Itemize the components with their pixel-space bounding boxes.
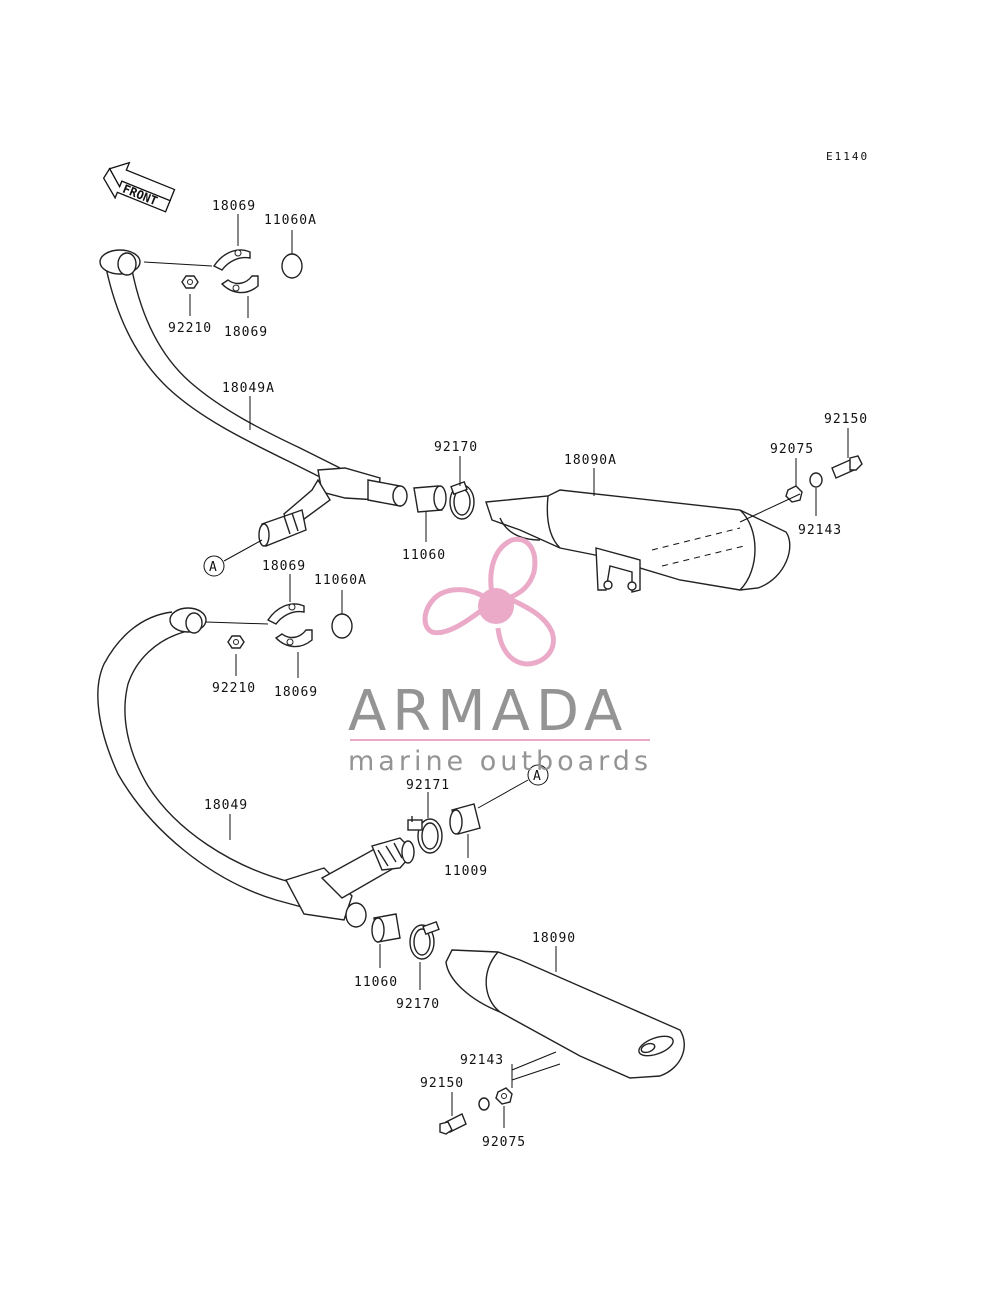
callout-92210: 92210 — [212, 681, 256, 696]
clamp-92170-upper — [449, 480, 475, 520]
callout-18090: 18090 — [532, 931, 576, 946]
clamp-92171 — [407, 816, 443, 854]
brand-name: ARMADA — [348, 679, 628, 744]
ref-marker-a-upper: A — [203, 555, 225, 577]
ref-marker-a-lower: A — [527, 764, 549, 786]
callout-92150: 92150 — [824, 412, 868, 427]
callout-18049: 18049 — [204, 798, 248, 813]
callout-92170: 92170 — [396, 997, 440, 1012]
callout-92150: 92150 — [420, 1076, 464, 1091]
flange-18069-upper — [212, 249, 259, 294]
callout-11060: 11060 — [354, 975, 398, 990]
callout-11060: 11060 — [402, 548, 446, 563]
gasket-11009 — [449, 803, 481, 835]
callout-92075: 92075 — [770, 442, 814, 457]
callout-18090A: 18090A — [564, 453, 617, 468]
callout-18069: 18069 — [212, 199, 256, 214]
gasket-11060-upper — [413, 485, 447, 513]
bolt-92150-lower — [439, 1113, 467, 1135]
callout-92143: 92143 — [798, 523, 842, 538]
gasket-11060A-upper — [281, 253, 303, 279]
diagram-code: E1140 — [826, 150, 869, 163]
svg-text:A: A — [209, 560, 218, 575]
callout-92075: 92075 — [482, 1135, 526, 1150]
callout-11060A: 11060A — [314, 573, 367, 588]
muffler-18090A — [485, 489, 791, 593]
clamp-92170-lower — [409, 920, 440, 960]
callout-11009: 11009 — [444, 864, 488, 879]
armada-logo: ARMADA marine outboards — [348, 536, 652, 777]
nut-92075-lower — [495, 1087, 513, 1105]
bolt-92150-upper — [831, 455, 863, 479]
nut-92210-lower — [227, 635, 245, 649]
exhaust-pipe-18049A — [99, 249, 408, 547]
gasket-11060A-lower — [331, 613, 353, 639]
washer-92143-upper — [809, 472, 823, 488]
muffler-18090 — [445, 949, 685, 1079]
callout-11060A: 11060A — [264, 213, 317, 228]
callout-92143: 92143 — [460, 1053, 504, 1068]
callout-18069: 18069 — [262, 559, 306, 574]
callout-18069: 18069 — [274, 685, 318, 700]
flange-18069-lower — [266, 603, 313, 648]
callout-92171: 92171 — [406, 778, 450, 793]
callout-92210: 92210 — [168, 321, 212, 336]
gasket-11060-lower — [371, 913, 401, 943]
callout-92170: 92170 — [434, 440, 478, 455]
nut-92210-upper — [181, 275, 199, 289]
brand-tagline: marine outboards — [348, 746, 652, 777]
callout-18049A: 18049A — [222, 381, 275, 396]
callout-18069: 18069 — [224, 325, 268, 340]
front-arrow-icon: FRONT — [102, 161, 176, 213]
washer-92143-lower — [478, 1097, 490, 1111]
exhaust-pipe-18049 — [97, 607, 415, 928]
svg-text:A: A — [533, 769, 542, 784]
propeller-icon — [422, 536, 556, 667]
